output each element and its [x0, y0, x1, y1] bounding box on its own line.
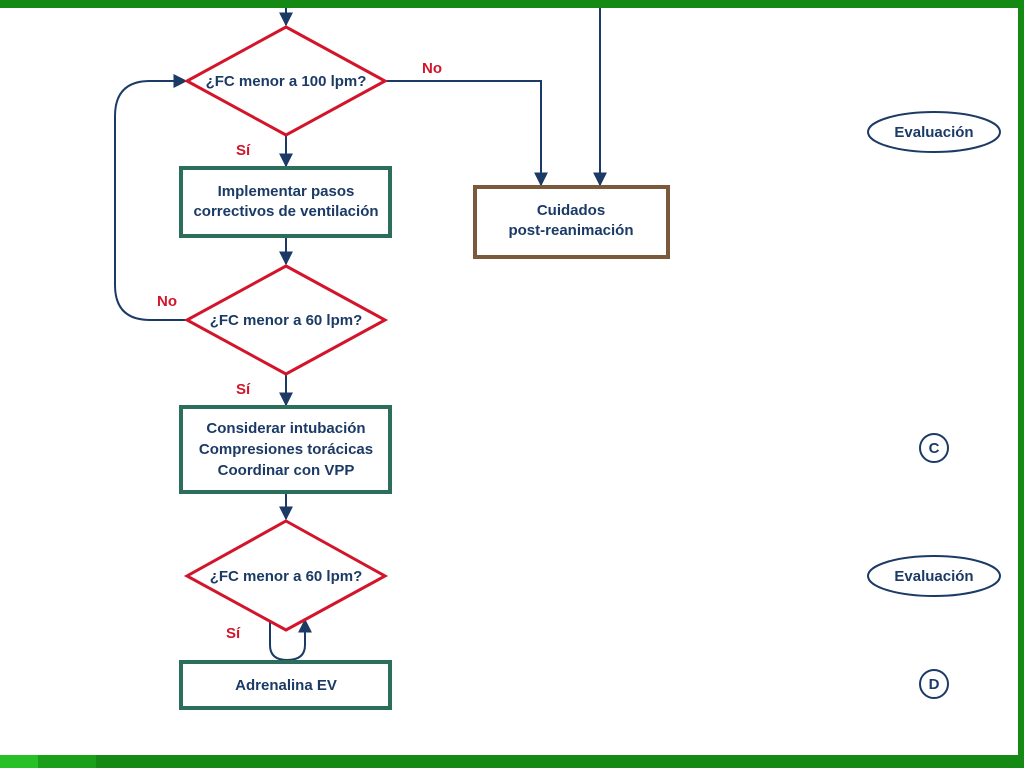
action-ventilation-line-2: correctivos de ventilación [193, 203, 378, 220]
action-compressions-line-2: Compresiones torácicas [199, 441, 373, 458]
bottom-frame-bar [0, 755, 1024, 768]
decision-hr-under-100: ¿FC menor a 100 lpm? [183, 25, 389, 137]
action-ventilation-line-1: Implementar pasos [218, 183, 355, 200]
branch-yes-label-2: Sí [236, 381, 251, 398]
side-label-evaluation-top: Evaluación [867, 111, 1001, 153]
action-adrenaline-label: Adrenalina EV [235, 677, 337, 694]
decision-hr-under-100-label: ¿FC menor a 100 lpm? [206, 73, 367, 90]
side-label-step-c: C [919, 433, 949, 463]
branch-no-label-2: No [157, 293, 177, 310]
side-label-step-c-text: C [929, 440, 940, 457]
action-compressions: Considerar intubación Compresiones torác… [179, 405, 392, 494]
decision-hr-under-60-second: ¿FC menor a 60 lpm? [183, 519, 389, 632]
edge-decision-1-no-to-post-care [385, 80, 548, 187]
action-post-resuscitation-line-2: post-reanimación [508, 222, 633, 239]
action-compressions-line-3: Coordinar con VPP [218, 462, 355, 479]
side-label-step-d-text: D [929, 676, 940, 693]
decision-hr-under-60-second-label: ¿FC menor a 60 lpm? [210, 568, 363, 585]
action-compressions-line-1: Considerar intubación [206, 420, 365, 437]
action-ventilation: Implementar pasos correctivos de ventila… [179, 166, 392, 238]
slide [0, 8, 1018, 755]
branch-no-label-1: No [422, 60, 442, 77]
action-post-resuscitation: Cuidados post-reanimación [473, 185, 670, 259]
side-label-evaluation-top-text: Evaluación [894, 124, 973, 141]
action-adrenaline: Adrenalina EV [179, 660, 392, 710]
side-label-evaluation-bottom-text: Evaluación [894, 568, 973, 585]
side-label-step-d: D [919, 669, 949, 699]
action-post-resuscitation-line-1: Cuidados [537, 202, 605, 219]
edge-decision-2-no-loop-back [114, 74, 188, 321]
decision-hr-under-60-first-label: ¿FC menor a 60 lpm? [210, 312, 363, 329]
branch-yes-label-3: Sí [226, 625, 241, 642]
branch-yes-label-1: Sí [236, 142, 251, 159]
decision-hr-under-60-first: ¿FC menor a 60 lpm? [183, 264, 389, 376]
side-label-evaluation-bottom: Evaluación [867, 555, 1001, 597]
